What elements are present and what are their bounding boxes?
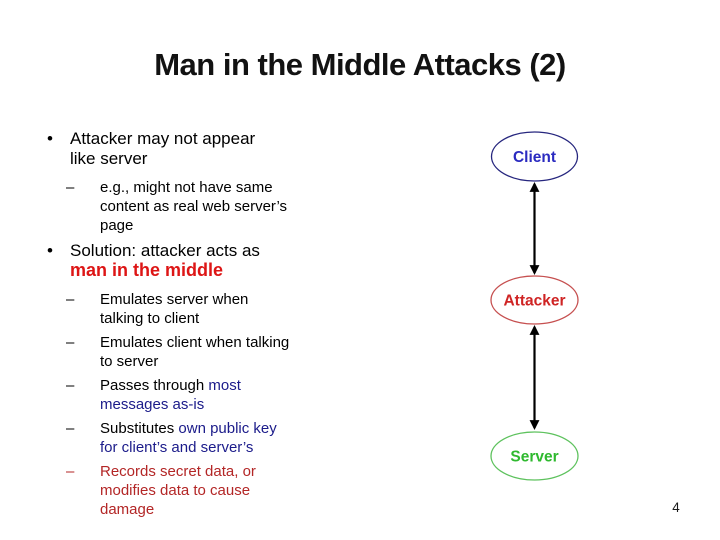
bullet-item: – Emulates client when talking to server: [47, 333, 399, 371]
bullet-text: Emulates client when talking to server: [100, 333, 289, 371]
bullet-text-segment: Attacker may not appear like server: [70, 129, 256, 168]
server-node: Server: [490, 431, 579, 481]
bullet-list: • Attacker may not appear like server – e.g…: [47, 129, 399, 524]
dash-glyph: –: [66, 420, 75, 437]
bullet-text: e.g., might not have same content as rea…: [100, 178, 287, 235]
bullet-text: Emulates server when talking to client: [100, 290, 248, 328]
bullet-text-segment: own public key for client’s and server’s: [100, 420, 277, 456]
bullet-text: Substitutes own public key for client’s …: [100, 419, 277, 457]
dash-glyph: –: [66, 291, 75, 308]
client-node: Client: [490, 131, 579, 182]
page-number: 4: [672, 500, 680, 515]
bullet-glyph: •: [47, 129, 53, 148]
slide-title: Man in the Middle Attacks (2): [154, 47, 566, 82]
bullet-text-segment: man in the middle: [70, 259, 224, 280]
bullet-text-segment: Passes through: [100, 377, 209, 394]
bullet-item: – Passes through most messages as-is: [47, 376, 399, 414]
bullet-text-segment: Substitutes: [100, 420, 179, 437]
bullet-text: Attacker may not appear like server: [70, 129, 255, 168]
bullet-text-segment: Emulates client when talking to server: [100, 334, 290, 370]
bullet-text-segment: most messages as-is: [100, 377, 241, 413]
dash-glyph: –: [66, 334, 75, 351]
bullet-glyph: •: [47, 241, 53, 260]
bullet-text-segment: e.g., might not have same content as rea…: [100, 179, 288, 234]
bullet-item: • Attacker may not appear like server: [47, 129, 399, 168]
attacker-ellipse: [490, 275, 579, 325]
bullet-item: – Records secret data, or modifies data t…: [47, 462, 399, 519]
attacker-node: Attacker: [490, 275, 579, 325]
bullet-text-segment: Emulates server when talking to client: [100, 291, 249, 327]
bullet-item: – e.g., might not have same content as re…: [47, 178, 399, 235]
dash-glyph: –: [66, 179, 75, 196]
bullet-text: Passes through most messages as-is: [100, 376, 241, 414]
bullet-item: • Solution: attacker acts as man in the m…: [47, 241, 399, 280]
bullet-item: – Emulates server when talking to client: [47, 290, 399, 328]
dash-glyph: –: [66, 463, 75, 480]
server-ellipse: [490, 431, 579, 481]
bullet-text: Solution: attacker acts as man in the mi…: [70, 241, 260, 280]
dash-glyph: –: [66, 377, 75, 394]
bullet-text: Records secret data, or modifies data to…: [100, 462, 256, 519]
client-label: Client: [513, 149, 556, 166]
bullet-text-segment: Records secret data, or modifies data to…: [100, 463, 256, 518]
client-ellipse: [490, 131, 579, 182]
bullet-item: – Substitutes own public key for client’s…: [47, 419, 399, 457]
attacker-label: Attacker: [503, 293, 565, 310]
bullet-text-segment: Solution: attacker acts as: [70, 241, 260, 260]
server-label: Server: [510, 449, 558, 466]
